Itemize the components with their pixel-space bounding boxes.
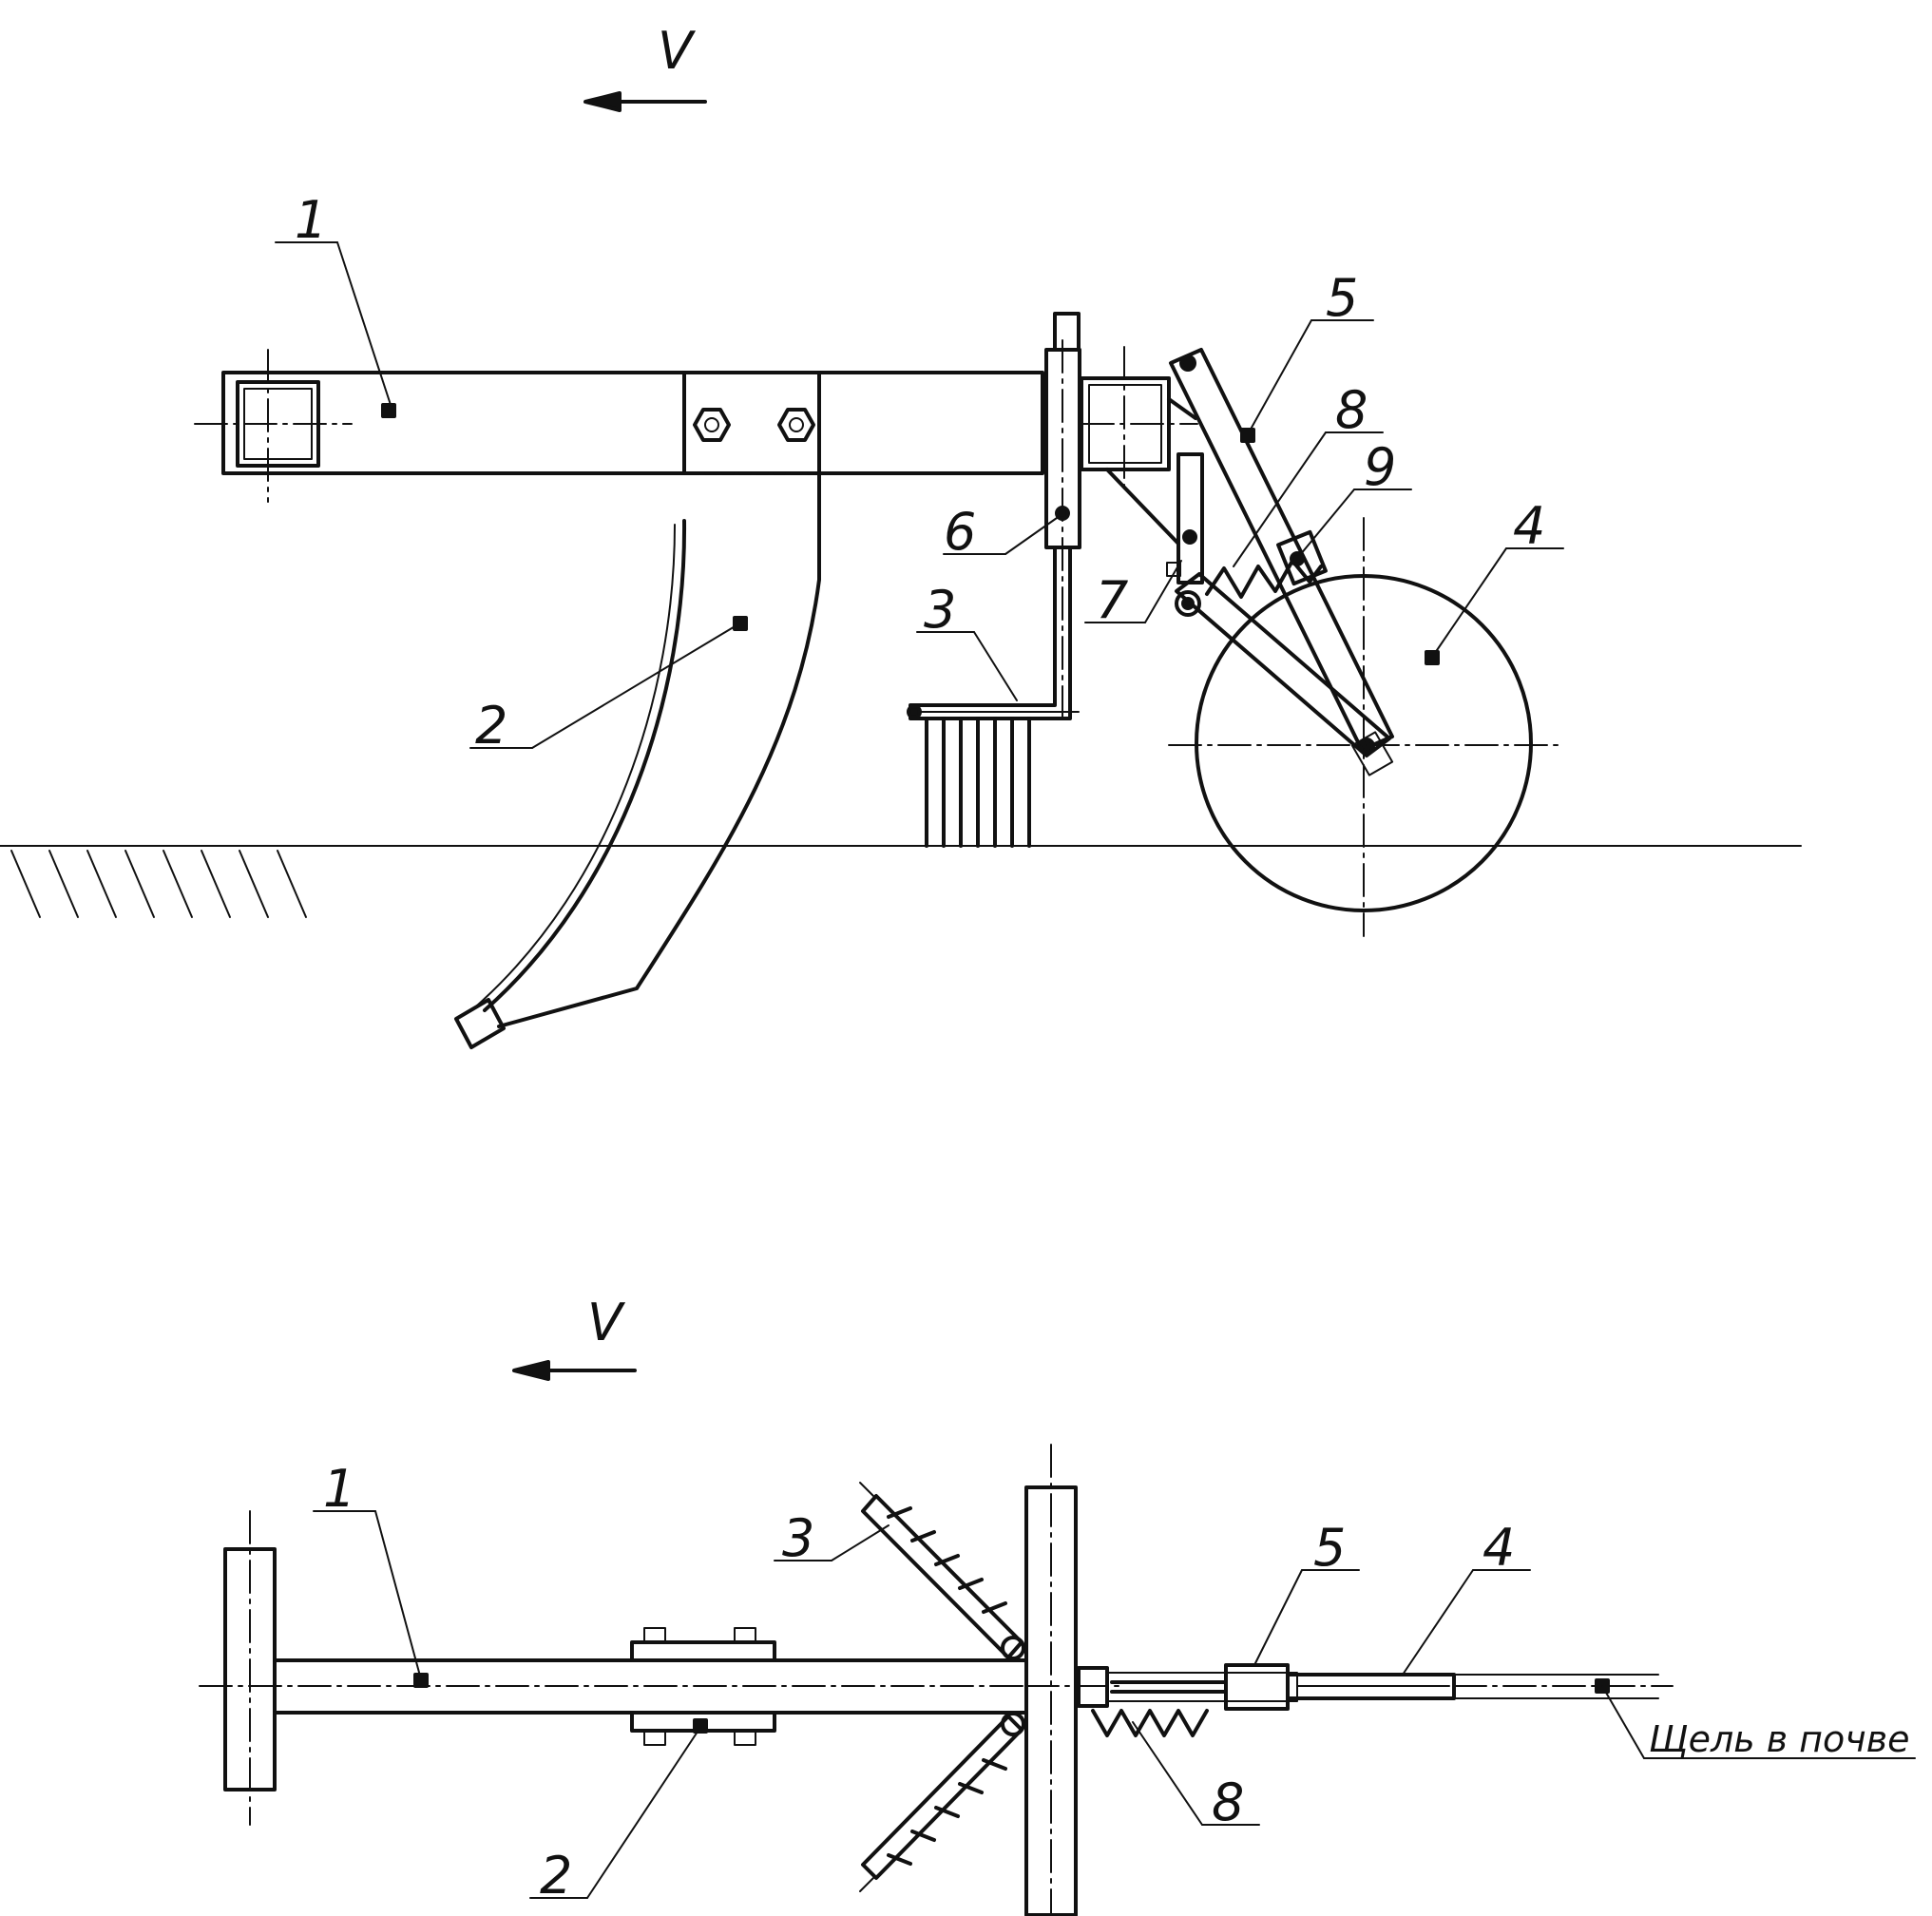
spring-8-plan — [1091, 1709, 1209, 1737]
frame-beam-plan — [199, 1510, 1028, 1826]
side-callout-6: 6 — [944, 502, 976, 562]
shank-back-edge — [497, 471, 821, 1028]
arm-hub-plan — [1224, 1663, 1290, 1711]
rake-bar-lower — [861, 1715, 1023, 1880]
shank-front-edge — [483, 519, 687, 1012]
bolt-head-right — [777, 408, 815, 442]
plan-direction-label: V — [587, 1293, 626, 1352]
shank-clamp-side — [682, 371, 821, 475]
plan-callout-4: 4 — [1482, 1518, 1515, 1578]
side-callout-4: 4 — [1513, 496, 1545, 556]
wheel-suspension-plan — [1077, 1663, 1674, 1737]
side-callouts: 1 2 3 4 5 6 7 8 — [275, 190, 1564, 756]
plan-callout-1: 1 — [323, 1459, 355, 1519]
rake-tines-side — [925, 717, 1031, 848]
rake-tines-lower — [887, 1758, 1007, 1866]
shank-chisel-tip — [454, 998, 506, 1049]
side-view: V — [0, 21, 1802, 1049]
bolt-head-left — [693, 408, 731, 442]
lower-link-7 — [1176, 452, 1204, 584]
stop-9 — [1276, 529, 1328, 586]
upper-arm-5 — [1169, 348, 1394, 752]
plan-callout-5: 5 — [1313, 1518, 1346, 1578]
side-callout-8: 8 — [1335, 380, 1368, 440]
plan-callout-8: 8 — [1212, 1772, 1244, 1832]
plan-callout-3: 3 — [782, 1508, 814, 1568]
ground-hatching — [10, 850, 307, 918]
side-direction-label: V — [658, 21, 697, 81]
ground-surface — [0, 845, 1802, 918]
plan-callout-2: 2 — [540, 1846, 572, 1906]
post-top-cap — [1053, 312, 1081, 352]
side-callout-1: 1 — [295, 190, 327, 250]
slot-label: Щель в почве — [1649, 1718, 1910, 1760]
bracket-strut — [1105, 468, 1180, 546]
wheel-suspension-side — [1168, 348, 1559, 937]
arm-5-plan — [1106, 1672, 1298, 1702]
side-direction-arrowhead — [583, 91, 622, 112]
rake-tines-upper — [887, 1506, 1007, 1614]
plan-view: V — [199, 1293, 1916, 1916]
side-callout-2: 2 — [475, 696, 507, 756]
plan-direction-indicator: V — [512, 1293, 637, 1381]
frame-beam-side — [194, 349, 1044, 503]
rake-assembly-plan — [859, 1482, 1025, 1892]
side-callout-7: 7 — [1096, 570, 1128, 630]
rear-bracket-side — [1080, 346, 1204, 584]
lower-arm — [1175, 572, 1391, 757]
side-callout-9: 9 — [1364, 437, 1396, 497]
subsoiler-shank — [454, 471, 821, 1049]
side-callout-5: 5 — [1326, 268, 1358, 328]
side-callout-3: 3 — [924, 580, 956, 640]
rake-bar-upper — [861, 1494, 1023, 1659]
plan-direction-arrowhead — [512, 1360, 550, 1381]
plan-callouts: 1 2 3 4 5 8 Щель в почве — [313, 1459, 1916, 1906]
side-direction-indicator: V — [583, 21, 707, 112]
clamp-plate-top — [630, 1640, 776, 1662]
